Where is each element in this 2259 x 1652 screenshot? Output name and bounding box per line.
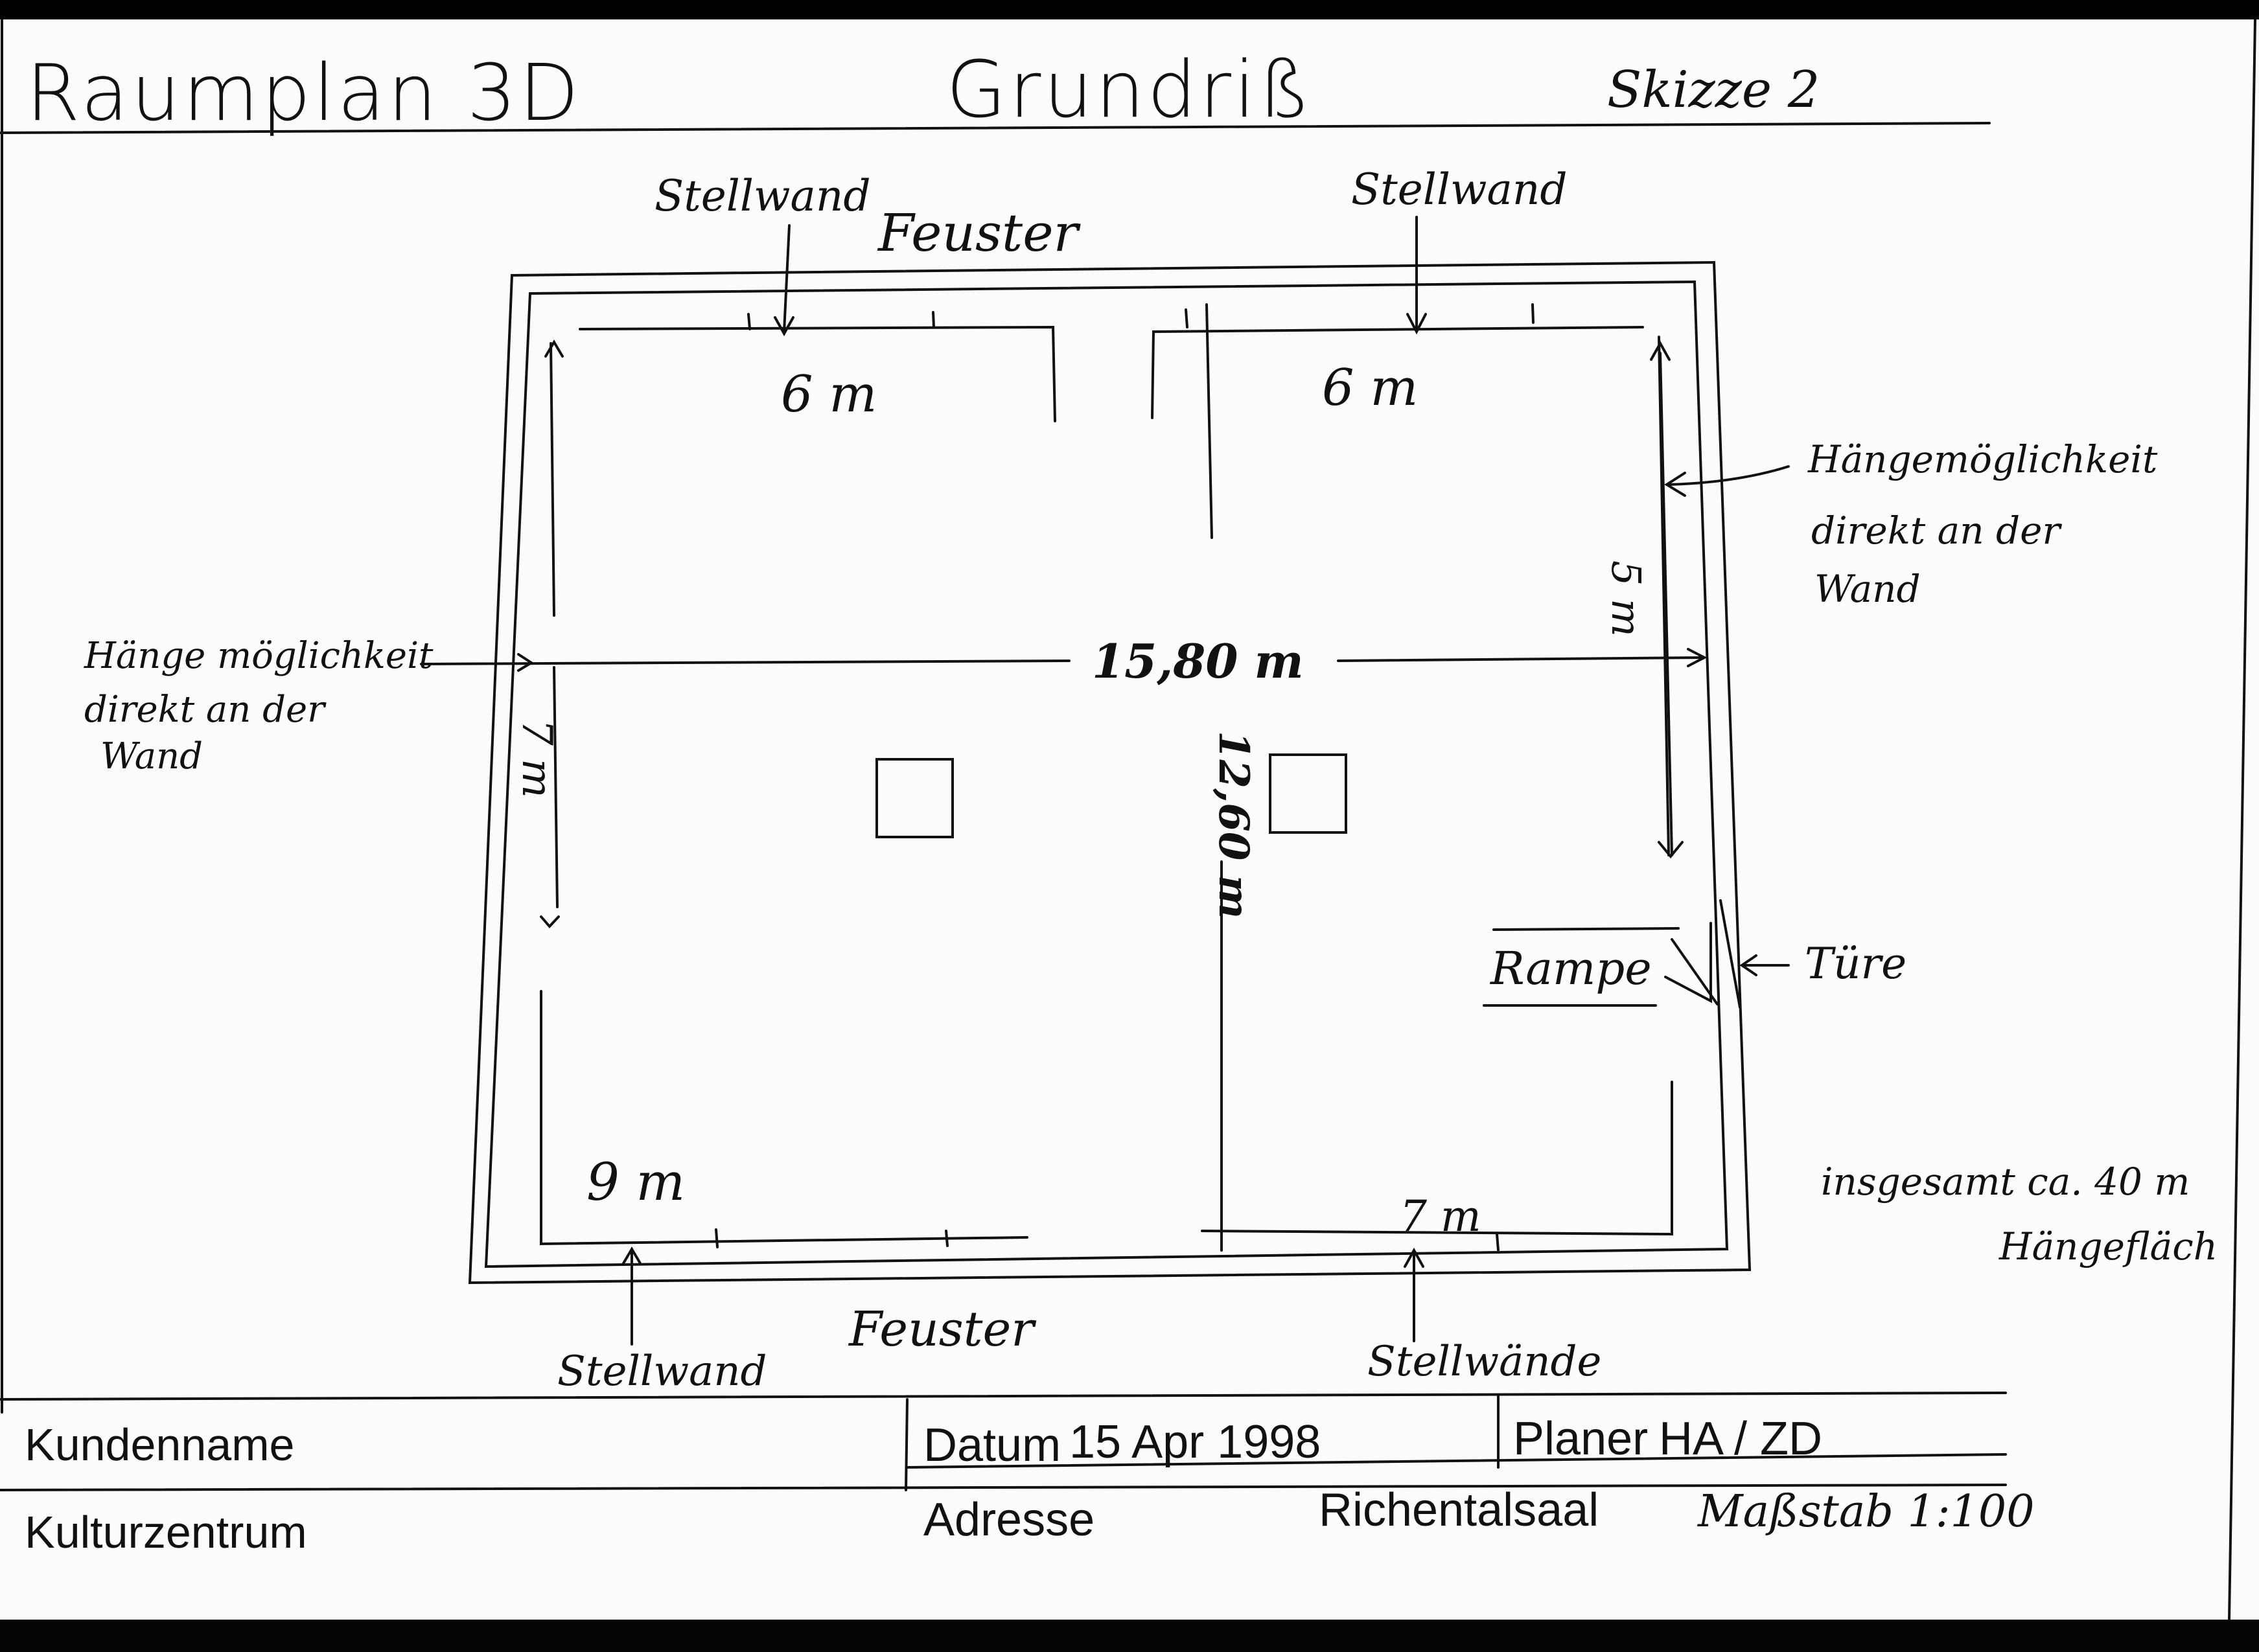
kundenname-value: Kulturzentrum <box>25 1507 307 1557</box>
tuere-label: Türe <box>1805 939 1907 989</box>
left-wall-arrow-top <box>544 339 564 358</box>
stellwand-bottom-left-label: Stellwand <box>557 1348 767 1395</box>
kundenname-label: Kundenname <box>25 1419 295 1470</box>
hang-right-line3: Wand <box>1814 567 1921 611</box>
floor-plan-drawing <box>0 19 2256 1620</box>
rampe-label: Rampe <box>1490 942 1652 995</box>
wall-bottom-right-length: 7 m <box>1400 1191 1481 1241</box>
adresse-label: Adresse <box>923 1494 1095 1546</box>
hang-left-line1: Hänge möglichkeit <box>84 635 434 677</box>
drawing-type-title: Grundriß <box>946 45 1314 135</box>
door-swing <box>1664 922 1712 1004</box>
dim-width-arrow-left <box>517 653 534 672</box>
sketch-label: Skizze 2 <box>1607 61 1820 119</box>
dim-width-right <box>1337 656 1706 662</box>
door-line <box>1671 938 1719 1005</box>
stellwand-top-right-label: Stellwand <box>1351 165 1568 214</box>
title-block-bottom <box>0 1484 2007 1491</box>
right-wall <box>1658 336 1670 856</box>
dim-right-arrow-bottom <box>1658 841 1684 859</box>
planer-value: HA / ZD <box>1659 1413 1823 1465</box>
hang-right-arrowhead <box>1664 472 1686 497</box>
header-underline <box>0 122 1991 134</box>
stellwand-top-left-label: Stellwand <box>655 171 871 221</box>
dimension-height: 12,60 m <box>1209 731 1258 919</box>
stellwand-bottom-right-wall <box>1201 1081 1673 1236</box>
datum-value: 15 Apr 1998 <box>1069 1416 1321 1468</box>
wall-bottom-left-length: 9 m <box>586 1152 686 1212</box>
left-wall-lower <box>553 666 559 908</box>
title-block-top <box>0 1392 2007 1401</box>
stellwand-top-right-wall <box>1151 326 1644 419</box>
stellwand-tl-leader <box>783 224 791 333</box>
center-divider-upper <box>1205 303 1213 539</box>
title-block-row-divider <box>906 1453 2007 1469</box>
stellwand-bottom-left-wall <box>540 990 1028 1246</box>
outer-wall-inner <box>484 280 1729 1268</box>
hang-left-line3: Wand <box>100 735 203 777</box>
stellwaende-bottom-right-label: Stellwände <box>1367 1338 1602 1386</box>
window-top-label: Feuster <box>878 203 1078 263</box>
datum-label: Datum <box>923 1419 1061 1471</box>
wall-left-length: 7 m <box>513 719 561 798</box>
window-bottom-label: Feuster <box>849 1302 1034 1357</box>
stellwand-br-arrowhead <box>1404 1247 1424 1268</box>
app-title: Raumplan 3D <box>26 49 582 139</box>
scan-border <box>0 1620 2259 1652</box>
wall-top-left-length: 6 m <box>781 365 877 424</box>
wall-top-right-length: 6 m <box>1322 359 1419 417</box>
pillar-right <box>1269 753 1347 834</box>
total-note-line1: insgesamt ca. 40 m <box>1821 1160 2190 1204</box>
rampe-top-line <box>1492 927 1680 931</box>
massstab-label: Maßstab 1:100 <box>1698 1486 2035 1537</box>
sheet-right-edge <box>2228 19 2256 1620</box>
door-jamb <box>1719 899 1741 1009</box>
dim-right-vertical <box>1659 352 1673 856</box>
left-wall-arrow-bottom <box>540 915 560 928</box>
adresse-value: Richentalsaal <box>1319 1484 1599 1536</box>
left-wall-upper <box>550 342 555 617</box>
title-block-divider-left <box>905 1398 909 1491</box>
dim-width-left <box>420 660 1071 665</box>
dimension-width: 15,80 m <box>1092 634 1304 689</box>
stellwand-tr-arrowhead <box>1406 313 1427 335</box>
stellwand-tl-arrowhead <box>774 316 794 337</box>
hang-left-line2: direkt an der <box>84 689 325 731</box>
total-note-line2: Hängefläch <box>1999 1224 2218 1268</box>
pillar-left <box>875 758 954 838</box>
hang-right-line2: direkt an der <box>1811 509 2061 553</box>
wall-right-length: 5 m <box>1603 560 1650 637</box>
hang-right-leader <box>1667 465 1790 486</box>
stellwand-bl-arrowhead <box>622 1246 642 1265</box>
outer-wall-outer <box>468 260 1752 1285</box>
drawing-sheet: Raumplan 3D Grundriß Skizze 2 Stellwand … <box>0 19 2259 1620</box>
dim-right-arrow-top <box>1650 340 1671 361</box>
stellwand-top-left-wall <box>579 325 1056 422</box>
dim-width-arrow-right <box>1687 648 1708 667</box>
hang-right-line1: Hängemöglichkeit <box>1808 437 2158 481</box>
planer-label: Planer <box>1513 1413 1649 1465</box>
